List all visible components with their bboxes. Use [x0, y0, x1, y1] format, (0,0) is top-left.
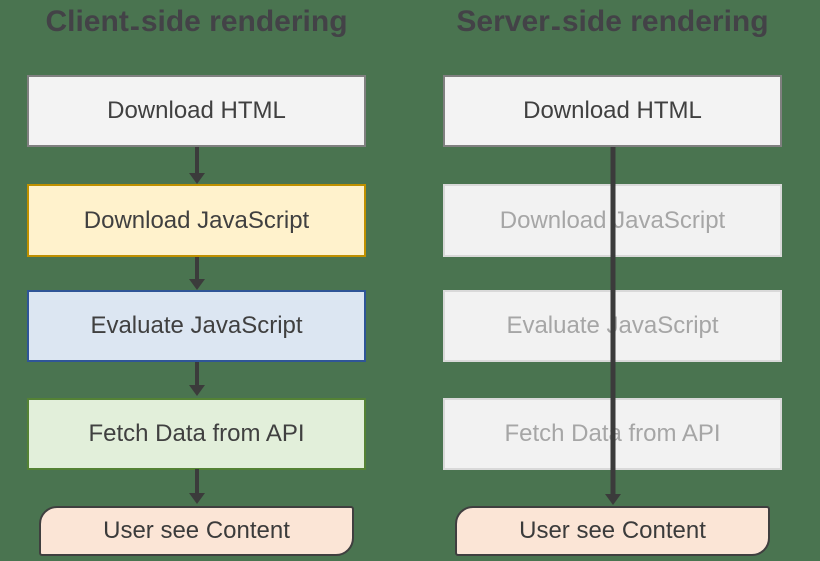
- title-text: Server: [456, 5, 550, 38]
- flow-arrow: [188, 469, 206, 504]
- title-dash: -: [129, 10, 140, 44]
- step-label: User see Content: [103, 517, 290, 544]
- step-label: Fetch Data from API: [88, 420, 305, 447]
- flow-arrow: [188, 147, 206, 184]
- flow-arrow: [188, 257, 206, 290]
- step-label: Download HTML: [107, 97, 286, 124]
- step-box-user-see-content: User see Content: [455, 506, 770, 556]
- arrow-head-icon: [604, 494, 621, 505]
- arrow-head-icon: [188, 279, 205, 290]
- column-title-client: Client-side rendering: [7, 4, 386, 43]
- title-text: side rendering: [140, 5, 348, 38]
- arrow-stem: [194, 147, 199, 174]
- column-server-side: Server-side rendering Download HTML Down…: [443, 0, 782, 561]
- arrow-head-icon: [188, 493, 205, 504]
- flow-arrow: [188, 362, 206, 396]
- arrow-stem: [194, 257, 199, 280]
- step-box-fetch-data: Fetch Data from API: [27, 398, 366, 470]
- step-box-user-see-content: User see Content: [39, 506, 354, 556]
- step-label: Evaluate JavaScript: [90, 312, 303, 339]
- arrow-head-icon: [188, 173, 205, 184]
- step-label: User see Content: [519, 517, 706, 544]
- arrow-head-icon: [188, 385, 205, 396]
- arrow-stem: [610, 147, 615, 496]
- step-box-download-javascript: Download JavaScript: [27, 184, 366, 257]
- arrow-stem: [194, 469, 199, 494]
- title-text: Client: [45, 5, 129, 38]
- flow-line-direct: [604, 147, 622, 505]
- column-client-side: Client-side rendering Download HTML Down…: [27, 0, 366, 561]
- step-label: Download HTML: [523, 97, 702, 124]
- title-text: side rendering: [561, 5, 769, 38]
- column-title-server: Server-side rendering: [423, 4, 802, 43]
- step-box-download-html: Download HTML: [443, 75, 782, 147]
- step-box-download-html: Download HTML: [27, 75, 366, 147]
- step-label: Download JavaScript: [83, 206, 310, 234]
- step-box-evaluate-javascript: Evaluate JavaScript: [27, 290, 366, 362]
- title-dash: -: [550, 10, 561, 44]
- arrow-stem: [194, 362, 199, 386]
